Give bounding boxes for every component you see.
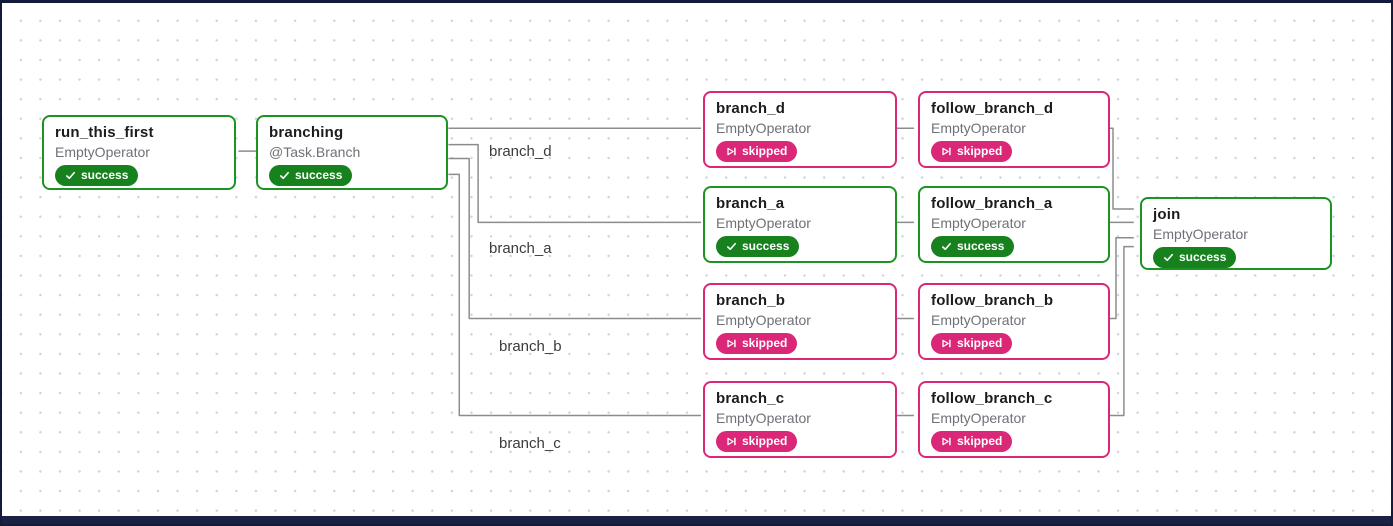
task-title: follow_branch_b (931, 292, 1054, 309)
status-badge-skipped: skipped (716, 141, 798, 162)
task-operator: EmptyOperator (931, 215, 1026, 231)
task-title: branch_a (716, 195, 785, 212)
task-node-branching[interactable]: branching @Task.Branch success (256, 115, 448, 190)
task-node-join[interactable]: join EmptyOperator success (1140, 197, 1332, 270)
task-node-follow_branch_b[interactable]: follow_branch_b EmptyOperator skipped (918, 283, 1110, 360)
status-badge-skipped: skipped (716, 333, 798, 354)
task-operator: EmptyOperator (931, 120, 1026, 136)
skip-forward-icon (941, 436, 952, 447)
bottom-edge-bar (2, 516, 1391, 524)
edge-branching-branch_a (448, 143, 701, 224)
status-label: success (1179, 250, 1227, 264)
task-node-follow_branch_c[interactable]: follow_branch_c EmptyOperator skipped (918, 381, 1110, 458)
task-node-branch_c[interactable]: branch_c EmptyOperator skipped (703, 381, 897, 458)
task-title: follow_branch_c (931, 390, 1053, 407)
check-icon (65, 170, 76, 181)
status-label: success (957, 239, 1005, 253)
task-operator: EmptyOperator (1153, 226, 1248, 242)
task-operator: @Task.Branch (269, 144, 361, 160)
task-operator: EmptyOperator (716, 312, 811, 328)
status-badge-success: success (269, 165, 353, 186)
task-node-branch_a[interactable]: branch_a EmptyOperator success (703, 186, 897, 263)
status-badge-skipped: skipped (931, 431, 1013, 452)
task-node-branch_d[interactable]: branch_d EmptyOperator skipped (703, 91, 897, 168)
status-badge-skipped: skipped (931, 141, 1013, 162)
skip-forward-icon (941, 146, 952, 157)
skip-forward-icon (726, 436, 737, 447)
status-badge-skipped: skipped (716, 431, 798, 452)
task-title: run_this_first (55, 124, 154, 141)
status-badge-success: success (1153, 247, 1237, 268)
status-label: skipped (957, 144, 1003, 158)
task-operator: EmptyOperator (931, 410, 1026, 426)
status-badge-success: success (716, 236, 800, 257)
skip-forward-icon (726, 338, 737, 349)
task-operator: EmptyOperator (716, 120, 811, 136)
edge-label-branch_d: branch_d (489, 143, 552, 160)
status-label: success (295, 168, 343, 182)
check-icon (726, 241, 737, 252)
task-title: branch_c (716, 390, 785, 407)
task-node-run_this_first[interactable]: run_this_first EmptyOperator success (42, 115, 236, 190)
status-label: skipped (957, 434, 1003, 448)
status-label: skipped (742, 144, 788, 158)
task-node-branch_b[interactable]: branch_b EmptyOperator skipped (703, 283, 897, 360)
task-operator: EmptyOperator (931, 312, 1026, 328)
status-label: skipped (742, 434, 788, 448)
edge-label-branch_a: branch_a (489, 240, 552, 257)
check-icon (941, 241, 952, 252)
status-label: success (81, 168, 129, 182)
check-icon (1163, 252, 1174, 263)
task-operator: EmptyOperator (55, 144, 150, 160)
status-badge-skipped: skipped (931, 333, 1013, 354)
status-label: skipped (742, 336, 788, 350)
edge-label-branch_c: branch_c (499, 435, 561, 452)
task-title: follow_branch_d (931, 100, 1054, 117)
edge-branching-branch_c (448, 173, 701, 417)
task-title: branch_d (716, 100, 786, 117)
task-operator: EmptyOperator (716, 410, 811, 426)
status-badge-success: success (931, 236, 1015, 257)
task-title: follow_branch_a (931, 195, 1053, 212)
task-title: branch_b (716, 292, 786, 309)
status-label: success (742, 239, 790, 253)
edge-branching-branch_b (448, 157, 701, 320)
task-operator: EmptyOperator (716, 215, 811, 231)
check-icon (279, 170, 290, 181)
task-title: branching (269, 124, 344, 141)
edge-label-branch_b: branch_b (499, 338, 562, 355)
skip-forward-icon (941, 338, 952, 349)
status-label: skipped (957, 336, 1003, 350)
skip-forward-icon (726, 146, 737, 157)
task-node-follow_branch_d[interactable]: follow_branch_d EmptyOperator skipped (918, 91, 1110, 168)
task-title: join (1153, 206, 1181, 223)
status-badge-success: success (55, 165, 139, 186)
task-node-follow_branch_a[interactable]: follow_branch_a EmptyOperator success (918, 186, 1110, 263)
